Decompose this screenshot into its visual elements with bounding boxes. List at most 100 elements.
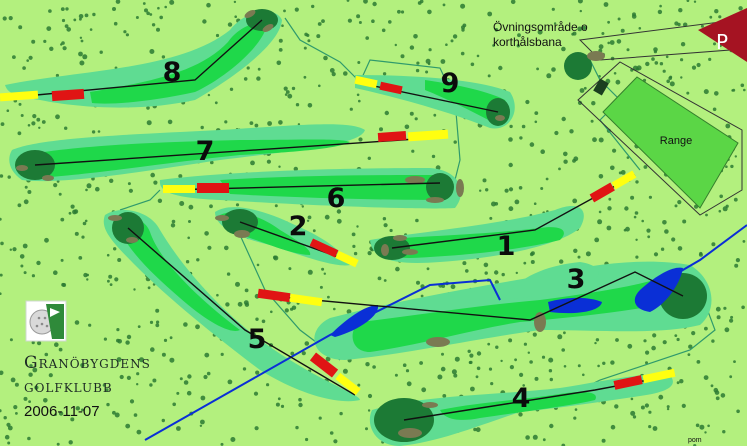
tree-dot [529,252,534,257]
tree-dot [44,237,49,243]
tree-dot [614,404,619,409]
tree-dot [630,195,635,200]
tree-dot [261,319,266,324]
tree-dot [743,88,746,92]
tree-dot [246,66,250,70]
tree-dot [678,8,683,13]
tree-dot [295,425,299,430]
tree-dot [291,86,296,91]
tree-dot [657,9,663,15]
club-name-line1: Granöbygdens [24,353,151,373]
tree-dot [204,231,209,236]
tree-dot [491,201,496,207]
tree-dot [725,123,731,129]
tree-dot [683,22,688,27]
tree-dot [554,130,559,136]
tree-dot [75,406,81,411]
tree-dot [27,436,31,441]
tree-dot [687,353,691,356]
tree-dot [577,364,581,368]
tree-dot [225,302,230,307]
tree-dot [178,174,183,179]
tree-dot [139,357,144,363]
tree-dot [680,42,686,47]
tree-dot [220,352,224,356]
tree-dot [157,6,160,10]
tree-dot [22,66,26,70]
tree-dot [732,88,736,92]
tree-dot [577,0,583,4]
tree-dot [224,245,229,251]
tree-dot [460,51,465,56]
tree-dot [83,272,88,278]
tree-dot [658,394,664,400]
tree-dot [307,39,311,43]
tree-dot [610,424,616,430]
tree-dot [686,0,690,2]
tree-dot [56,442,60,446]
tree-dot [729,318,734,323]
tree-dot [200,125,204,130]
tree-dot [494,280,499,285]
tree-dot [452,34,458,39]
tree-dot [645,361,648,365]
tree-dot [307,269,313,275]
tree-dot [48,373,53,378]
tree-dot [698,252,703,257]
tree-dot [155,323,160,328]
tree-dot [668,76,672,80]
tree-dot [634,211,639,215]
tree-dot [671,237,676,242]
tree-dot [20,114,24,117]
tree-dot [243,300,249,305]
tree-dot [598,210,602,214]
tree-dot [648,195,653,199]
tree-dot [84,219,88,223]
tree-dot [68,211,72,215]
tree-dot [146,11,150,16]
tree-dot [66,27,71,32]
tree-dot [136,429,142,435]
tree-dot [367,409,371,412]
tree-dot [413,34,418,39]
tree-dot [0,273,3,277]
tree-dot [329,431,334,435]
tree-dot [325,356,331,362]
tree-dot [729,375,733,379]
tree-dot [112,410,116,415]
tree-dot [234,15,237,18]
tree-dot [150,172,155,178]
hole-number-7: 7 [196,136,215,167]
tree-dot [546,73,552,79]
tree-dot [582,373,585,377]
tree-dot [704,326,708,331]
tree-dot [372,1,377,7]
tree-dot [119,374,124,380]
tree-dot [53,183,58,188]
tree-dot [311,4,315,9]
hole-number-6: 6 [327,183,346,214]
tree-dot [351,232,356,237]
tree-dot [609,40,615,45]
tree-dot [333,439,338,444]
tree-dot [405,369,410,373]
tree-dot [416,280,420,285]
tree-dot [321,19,325,23]
tree-dot [602,361,606,365]
tree-dot [521,124,526,129]
tree-dot [616,39,622,44]
tree-dot [74,320,80,325]
tree-dot [686,91,690,95]
tree-dot [415,68,420,73]
tree-dot [601,438,606,443]
tree-dot [220,442,224,446]
tree-dot [79,60,85,66]
tree-dot [283,86,288,91]
tree-dot [525,99,530,105]
tree-dot [316,34,321,39]
tree-dot [58,347,63,352]
tree-dot [28,55,33,60]
tree-dot [129,399,135,404]
tree-dot [176,426,181,431]
tree-dot [164,5,167,9]
